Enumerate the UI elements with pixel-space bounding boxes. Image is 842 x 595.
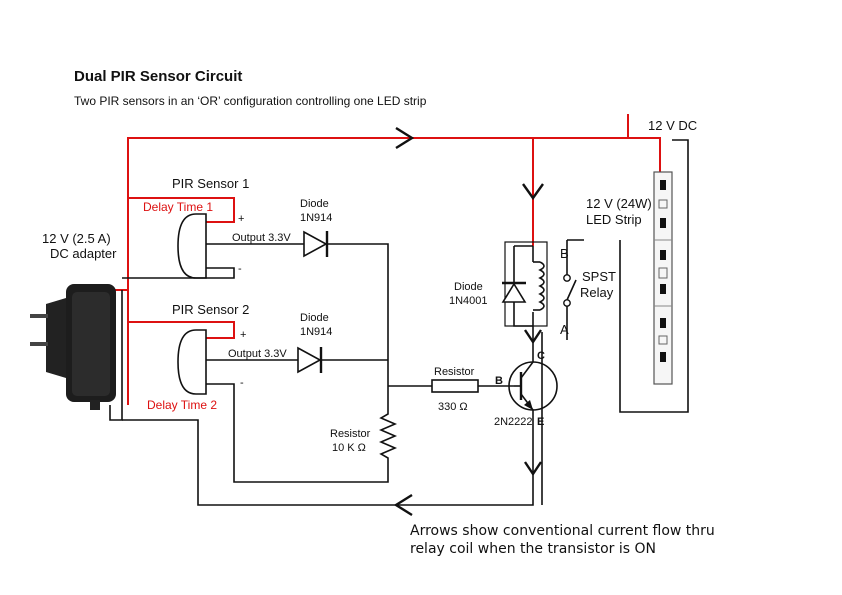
pir-sensor-1-delay: Delay Time 1 — [143, 200, 213, 214]
pir-sensor-1-symbol — [177, 213, 207, 279]
ground-wires — [109, 139, 689, 506]
relay-type: SPST — [582, 269, 616, 284]
pir-sensor-2-output: Output 3.3V — [228, 348, 287, 360]
relay-terminal-b: B — [560, 246, 569, 261]
pir-sensor-1-minus: - — [238, 263, 242, 275]
pulldown-resistor-label: Resistor — [330, 428, 371, 440]
transistor-symbol — [508, 361, 558, 420]
pir-sensor-2-symbol — [177, 329, 207, 395]
positive-wires — [93, 114, 661, 405]
diode-1-label: Diode — [300, 198, 329, 210]
adapter-name: DC adapter — [50, 246, 117, 261]
led-strip-label: LED Strip — [586, 212, 642, 227]
diode-1-symbol — [303, 230, 329, 258]
transistor-emitter-label: E — [537, 416, 544, 428]
pulldown-resistor-value: 10 K Ω — [332, 442, 366, 454]
relay-symbol — [504, 241, 577, 327]
diode-1-part: 1N914 — [300, 212, 332, 224]
pir-sensor-2-plus: + — [240, 329, 246, 341]
page-title: Dual PIR Sensor Circuit — [74, 68, 242, 85]
adapter-rating: 12 V (2.5 A) — [42, 231, 111, 246]
base-resistor-symbol — [431, 379, 479, 393]
base-resistor-label: Resistor — [434, 366, 475, 378]
pir-sensor-1-label: PIR Sensor 1 — [172, 176, 249, 191]
diode-3-label: Diode — [454, 281, 483, 293]
pulldown-resistor-symbol — [378, 408, 398, 462]
pir-sensor-2-minus: - — [240, 377, 244, 389]
base-resistor-value: 330 Ω — [438, 401, 468, 413]
page-subtitle: Two PIR sensors in an ‘OR’ configuration… — [74, 94, 427, 108]
transistor-collector-label: C — [537, 350, 545, 362]
led-strip-rating: 12 V (24W) — [586, 196, 652, 211]
transistor-base-label: B — [495, 375, 503, 387]
dc-adapter — [30, 284, 116, 410]
pir-sensor-2-label: PIR Sensor 2 — [172, 302, 249, 317]
pir-sensor-1-output: Output 3.3V — [232, 232, 291, 244]
diode-3-symbol — [501, 281, 527, 303]
relay-label: Relay — [580, 285, 614, 300]
transistor-part: 2N2222 — [494, 416, 533, 428]
note-line-1: Arrows show conventional current flow th… — [410, 523, 715, 539]
pir-sensor-2-delay: Delay Time 2 — [147, 398, 217, 412]
supply-label: 12 V DC — [648, 118, 697, 133]
diode-3-part: 1N4001 — [449, 295, 488, 307]
diode-2-label: Diode — [300, 312, 329, 324]
pir-sensor-1-plus: + — [238, 213, 244, 225]
current-arrows — [393, 126, 544, 517]
relay-terminal-a: A — [560, 322, 569, 337]
diode-2-symbol — [297, 346, 323, 374]
note-line-2: relay coil when the transistor is ON — [410, 541, 656, 557]
led-strip-symbol — [653, 171, 673, 385]
diode-2-part: 1N914 — [300, 326, 332, 338]
